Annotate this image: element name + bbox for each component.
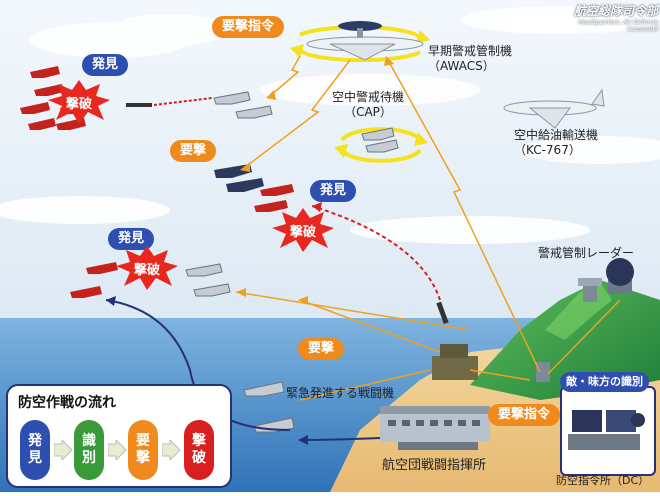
- flow-step-intercept: 要 撃: [128, 420, 158, 480]
- dc-box: 敵・味方の識別: [560, 372, 656, 476]
- detect-pill-3: 発見: [108, 228, 155, 250]
- intercept-top-pill: 要撃: [170, 140, 217, 162]
- flow-step-detect-bottom: 見: [28, 450, 42, 466]
- tanker-name: 空中給油輸送機: [514, 128, 599, 142]
- dc-label: 防空指令所（DC）: [556, 474, 650, 487]
- destroy-burst-2: 撃破: [272, 208, 334, 252]
- destroy-label-1: 撃破: [65, 96, 92, 112]
- logo-subtitle: Headquarters, Air Defense Command: [578, 19, 658, 33]
- detect-pill-2: 発見: [310, 180, 357, 202]
- destroy-burst-1: 撃破: [48, 80, 110, 124]
- radar-label: 警戒管制レーダー: [538, 246, 635, 260]
- flow-step-destroy: 撃 破: [184, 420, 214, 480]
- command-post-label: 航空団戦闘指揮所: [382, 458, 487, 473]
- flow-arrow-3: [162, 440, 180, 460]
- order-ground-pill: 要撃指令: [488, 404, 561, 426]
- flow-step-intercept-bottom: 撃: [136, 450, 150, 466]
- identify-pill: 敵・味方の識別: [560, 372, 649, 392]
- flow-step-identify-top: 識: [82, 432, 96, 449]
- flow-title: 防空作戦の流れ: [18, 395, 116, 411]
- flow-legend: 防空作戦の流れ 発 見 識 別 要 撃 撃 破: [6, 384, 232, 488]
- awacs-label: 早期警戒管制機 （AWACS）: [428, 44, 512, 74]
- destroy-label-2: 撃破: [289, 224, 316, 240]
- logo-title: 航空総隊司令部: [573, 4, 658, 18]
- flow-arrow-1: [54, 440, 72, 460]
- flow-step-detect-top: 発: [28, 432, 42, 449]
- flow-step-identify-bottom: 別: [82, 450, 96, 466]
- cap-name: 空中警戒待機: [332, 90, 405, 104]
- cap-label: 空中警戒待機 （CAP）: [332, 90, 404, 120]
- flow-step-identify: 識 別: [74, 420, 104, 480]
- flow-step-destroy-top: 撃: [192, 432, 206, 449]
- awacs-abbr: （AWACS）: [428, 59, 495, 73]
- flow-arrow-2: [108, 440, 126, 460]
- order-awacs-pill: 要撃指令: [212, 16, 285, 38]
- logo: 航空総隊司令部 Headquarters, Air Defense Comman…: [548, 2, 658, 33]
- dc-console-icon: [568, 410, 645, 450]
- intercept-low-pill: 要撃: [298, 338, 345, 360]
- destroy-burst-3: 撃破: [116, 246, 178, 290]
- tanker-abbr: （KC-767）: [514, 143, 581, 157]
- detect-pill-1: 発見: [82, 54, 129, 76]
- flow-step-detect: 発 見: [20, 420, 50, 480]
- flow-step-intercept-top: 要: [136, 432, 150, 449]
- cap-abbr: （CAP）: [344, 105, 392, 119]
- destroy-label-3: 撃破: [133, 262, 160, 278]
- flow-step-destroy-bottom: 破: [192, 450, 206, 466]
- scramble-label: 緊急発進する戦闘機: [286, 386, 395, 400]
- awacs-name: 早期警戒管制機: [428, 44, 513, 58]
- tanker-label: 空中給油輸送機 （KC-767）: [514, 128, 598, 158]
